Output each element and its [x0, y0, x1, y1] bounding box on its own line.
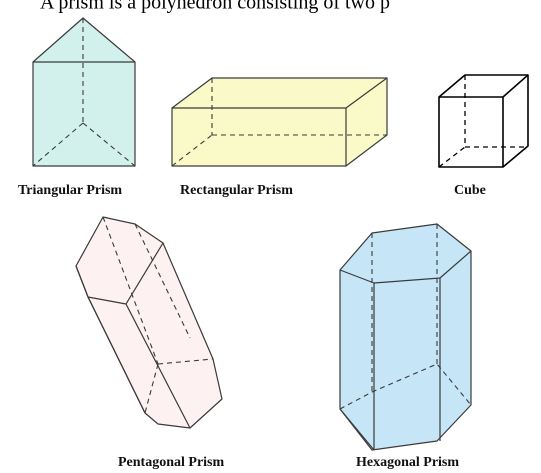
intro-text: A prism is a polyhedron consisting of tw… [40, 0, 390, 14]
label-triangular-prism: Triangular Prism [18, 183, 122, 198]
pentagonal-prism-body [75, 216, 223, 429]
label-cube: Cube [454, 183, 486, 198]
hexagonal-prism-figure: Hexagonal Prism [339, 223, 472, 470]
rectangular-prism-figure: Rectangular Prism [171, 77, 388, 198]
pentagonal-prism-figure: Pentagonal Prism [75, 216, 224, 470]
triangular-prism-body [32, 17, 136, 167]
label-hexagonal-prism: Hexagonal Prism [356, 455, 459, 470]
cube-body [438, 74, 529, 168]
label-rectangular-prism: Rectangular Prism [180, 183, 293, 198]
hexagonal-prism-body [339, 223, 472, 451]
label-pentagonal-prism: Pentagonal Prism [118, 455, 224, 470]
rectangular-prism-body [171, 77, 388, 167]
triangular-prism-figure: Triangular Prism [18, 17, 136, 198]
cube-figure: Cube [438, 74, 529, 198]
